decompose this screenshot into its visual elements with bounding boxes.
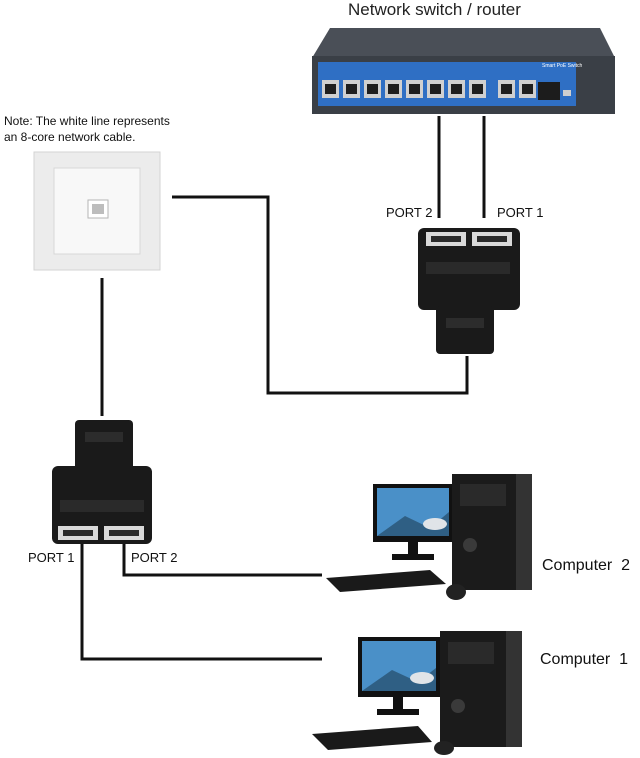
switch-port-socket — [388, 84, 399, 94]
switch-ports — [322, 80, 536, 98]
switch-port-socket — [451, 84, 462, 94]
mouse — [434, 741, 454, 755]
bottom-splitter — [52, 420, 152, 544]
computer-1 — [312, 631, 522, 755]
switch-port-socket — [409, 84, 420, 94]
keyboard — [312, 726, 432, 750]
switch-port-socket — [472, 84, 483, 94]
top-splitter — [418, 228, 520, 354]
cable-port1-to-computer1 — [80, 544, 322, 661]
sfp-port — [538, 82, 560, 100]
switch-port-socket — [367, 84, 378, 94]
bottom-splitter-port1-label: PORT 1 — [28, 550, 75, 565]
switch-port-socket — [430, 84, 441, 94]
computer-2-label: Computer 2 — [542, 557, 631, 574]
switch-port-socket — [346, 84, 357, 94]
computer-1-label: Computer 1 — [540, 651, 629, 668]
note-line-1: Note: The white line represents — [4, 114, 170, 128]
note-line-2: an 8-core network cable. — [4, 130, 136, 144]
top-splitter-port2-label: PORT 2 — [386, 205, 433, 220]
cables — [80, 116, 486, 661]
switch-port-socket — [501, 84, 512, 94]
keyboard — [326, 570, 446, 592]
mouse — [446, 584, 466, 600]
computer-2 — [326, 474, 532, 600]
cable-wall-to-top-splitter — [172, 195, 469, 395]
switch-badge: Smart PoE Switch — [542, 63, 583, 69]
cable-port2-to-computer2 — [122, 544, 322, 577]
switch-port-socket — [522, 84, 533, 94]
switch-port-socket — [325, 84, 336, 94]
wall-plate — [33, 151, 161, 271]
switch-title: Network switch / router — [348, 0, 521, 19]
top-splitter-port1-label: PORT 1 — [497, 205, 544, 220]
reset-button — [563, 90, 571, 96]
bottom-splitter-port2-label: PORT 2 — [131, 550, 178, 565]
network-switch — [312, 28, 615, 114]
